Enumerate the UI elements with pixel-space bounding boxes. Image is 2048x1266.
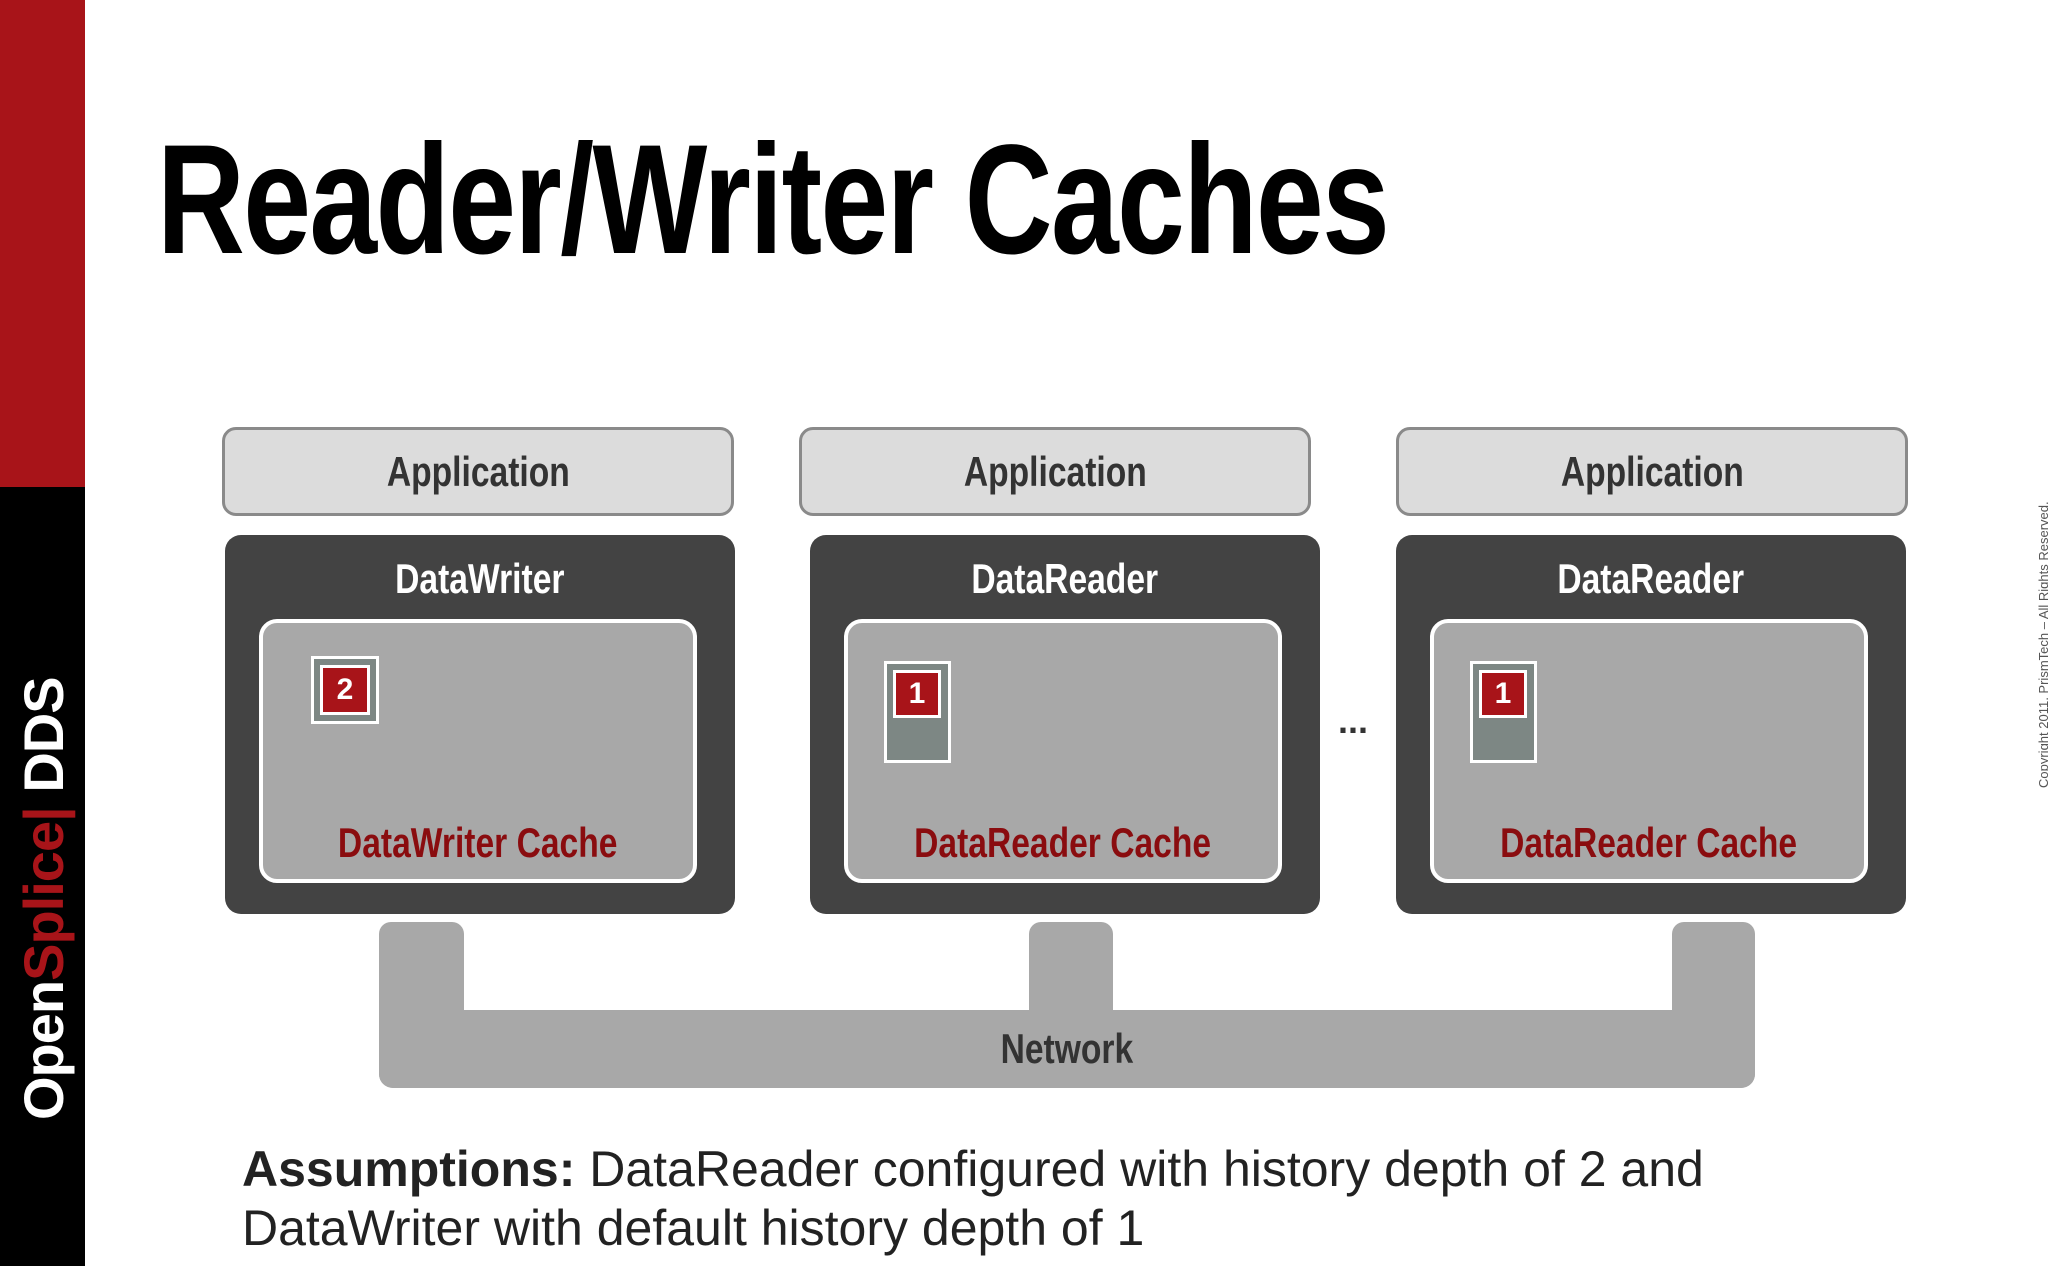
datareader-box-1: DataReader 1 DataReader Cache [810,535,1320,914]
network-stub-reader-1 [1029,922,1113,1022]
logo-splice: Splice [12,821,75,981]
assumptions-body: DataReader configured with history depth… [242,1141,1704,1256]
datareader-label: DataReader [971,555,1159,602]
ellipsis: ... [1338,700,1369,741]
assumptions-text: Assumptions: DataReader configured with … [242,1140,1842,1258]
network-bus: Network [379,1010,1755,1088]
application-label: Application [1560,447,1744,495]
brand-black-bar [0,487,85,1266]
logo-open: Open [12,980,75,1120]
brand-red-bar [0,0,85,487]
cache-label: DataReader Cache [1500,819,1798,866]
logo-dds: DDS [12,677,75,808]
openspliced-dds-logo: OpenSplice| DDS [12,677,75,1120]
sample-badge: 2 [320,665,370,715]
sample-badge: 1 [893,670,941,718]
sample-badge: 1 [1479,670,1527,718]
datareader-cache: 1 DataReader Cache [1430,619,1868,883]
assumptions-label: Assumptions: [242,1141,576,1197]
datawriter-label: DataWriter [395,555,565,602]
application-label: Application [963,447,1147,495]
network-label: Network [1000,1025,1134,1072]
datareader-box-2: DataReader 1 DataReader Cache [1396,535,1906,914]
logo-separator: | [12,807,75,822]
cache-label: DataReader Cache [914,819,1212,866]
application-box-reader-2: Application [1396,427,1908,516]
datareader-label: DataReader [1557,555,1745,602]
datareader-cache: 1 DataReader Cache [844,619,1282,883]
application-label: Application [386,447,570,495]
cache-label: DataWriter Cache [338,819,618,866]
application-box-writer: Application [222,427,734,516]
datawriter-cache: 2 DataWriter Cache [259,619,697,883]
copyright-notice: Copyright 2011, PrismTech – All Rights R… [2036,501,2048,788]
application-box-reader-1: Application [799,427,1311,516]
datawriter-box: DataWriter 2 DataWriter Cache [225,535,735,914]
slide-title: Reader/Writer Caches [157,113,1390,287]
